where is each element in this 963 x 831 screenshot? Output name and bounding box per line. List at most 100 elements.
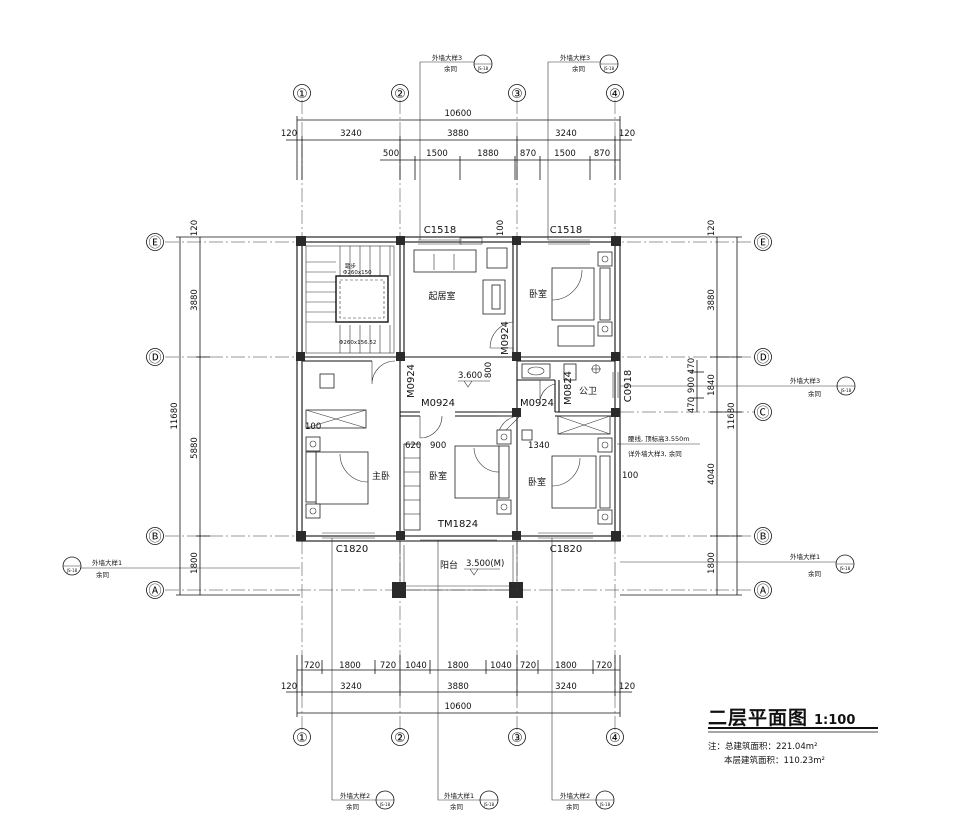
dim-bot-detail-7: 720: [520, 661, 536, 671]
axis-bubble-a-left: Ⓐ: [146, 581, 164, 599]
detail-callouts: 外墙大样3 余同 JS-18 外墙大样3 余同 JS-18 外墙大样1 余同 J…: [62, 53, 856, 811]
room-master: 主卧: [372, 470, 390, 482]
label-m0924-bed2: M0924: [421, 398, 455, 409]
level-main: 3.600: [458, 371, 482, 381]
axis-bubble-3-top: ③: [508, 84, 526, 102]
windows: [322, 237, 619, 539]
svg-text:外墙大样1: 外墙大样1: [790, 552, 820, 561]
label-c1820-l: C1820: [336, 544, 368, 555]
grid-lines: [165, 100, 755, 740]
svg-text:JS-18: JS-18: [603, 66, 615, 71]
dim-misc-100-l: 100: [305, 422, 321, 432]
svg-text:Ⓐ: Ⓐ: [148, 584, 161, 599]
label-m0924-bed3: M0924: [520, 398, 554, 409]
room-balcony: 阳台: [440, 559, 458, 571]
axis-bubble-d-right: Ⓓ: [754, 348, 772, 366]
axis-bubble-2-top: ②: [391, 84, 409, 102]
drawing-title-text: 二层平面图: [708, 707, 809, 729]
right-dimensions: 120 3880 1840 4040 1800 11680 470 900 47…: [620, 220, 742, 596]
svg-text:余同: 余同: [808, 569, 821, 578]
dim-bot-detail-2: 1800: [339, 661, 361, 671]
bottom-dimensions: 720 1800 720 1040 1800 1040 720 1800 720…: [281, 655, 635, 717]
axis-bubble-c-right: Ⓒ: [754, 403, 772, 421]
staircase: 踏步 Φ260x150 Φ260x156.52: [305, 245, 395, 354]
axis-bubble-4-bottom: ④: [606, 728, 624, 746]
levels: 3.600 3.500(M) 800 100 100 620 900 1340 …: [305, 220, 638, 576]
dim-top-mid-2: 3880: [447, 129, 469, 139]
dim-bot-detail-3: 720: [380, 661, 396, 671]
axis-bubble-1-top: ①: [293, 84, 311, 102]
label-c1518-r: C1518: [550, 225, 582, 236]
dim-top-total: 10600: [444, 109, 471, 119]
dim-misc-1340: 1340: [528, 441, 550, 451]
dim-bot-mid-3: 3240: [555, 682, 577, 692]
stair-note-3: Φ260x156.52: [339, 340, 376, 346]
dim-bot-detail-6: 1040: [490, 661, 512, 671]
svg-text:外墙大样3: 外墙大样3: [432, 53, 462, 62]
dim-top-detail-4: 870: [520, 149, 536, 159]
dim-bot-mid-2: 3880: [447, 682, 469, 692]
svg-text:余同: 余同: [808, 389, 821, 398]
dim-top-detail-6: 870: [594, 149, 610, 159]
dim-top-detail-1: 500: [383, 149, 399, 159]
dim-top-detail-5: 1500: [554, 149, 576, 159]
svg-text:JS-18: JS-18: [379, 802, 391, 807]
dim-right-4: 1800: [707, 552, 717, 574]
svg-text:Ⓓ: Ⓓ: [148, 351, 161, 366]
room-living: 起居室: [428, 290, 455, 302]
side-note: 腰线, 顶标高3.550m 详外墙大样3, 余同: [617, 434, 700, 458]
stair-note-2: Φ260x150: [343, 270, 372, 276]
room-bed1: 卧室: [529, 288, 547, 300]
axis-bubble-2-bottom: ②: [391, 728, 409, 746]
svg-text:余同: 余同: [450, 802, 463, 811]
svg-text:Ⓓ: Ⓓ: [756, 351, 769, 366]
left-dimensions: 11680 3880 5880 1800 120: [170, 220, 300, 596]
dim-misc-900: 900: [430, 441, 446, 451]
label-c1820-r: C1820: [550, 544, 582, 555]
dim-left-2: 5880: [190, 437, 200, 459]
level-balcony: 3.500(M): [466, 559, 504, 569]
dim-top-edge-r: 120: [619, 129, 635, 139]
dim-top-detail-2: 1500: [426, 149, 448, 159]
dim-left-3: 1800: [190, 552, 200, 574]
dim-bot-detail-4: 1040: [405, 661, 427, 671]
svg-text:外墙大样1: 外墙大样1: [92, 558, 122, 567]
room-wc: 公卫: [579, 386, 597, 397]
dim-right-3: 4040: [707, 463, 717, 485]
axis-bubbles: ① ② ③ ④ ① ② ③ ④ Ⓔ Ⓓ Ⓑ Ⓐ Ⓔ Ⓓ Ⓒ Ⓑ Ⓐ: [146, 84, 772, 746]
label-m0924-master: M0924: [406, 364, 417, 398]
svg-text:④: ④: [609, 731, 621, 746]
dim-bot-mid-1: 3240: [340, 682, 362, 692]
svg-text:外墙大样1: 外墙大样1: [444, 791, 474, 800]
svg-text:余同: 余同: [96, 570, 109, 579]
dim-top-mid-1: 3240: [340, 129, 362, 139]
columns: [296, 236, 621, 598]
top-dimensions: 10600 120 3240 3880 3240 120 500 1500 18…: [281, 109, 635, 180]
dim-misc-620: 620: [405, 441, 421, 451]
svg-text:Ⓔ: Ⓔ: [756, 236, 769, 251]
note-floor-area: 本层建筑面积：110.23m²: [724, 756, 825, 766]
drawing-scale: 1:100: [814, 713, 856, 728]
svg-text:Ⓐ: Ⓐ: [756, 584, 769, 599]
dim-right-small-1: 470: [687, 358, 697, 374]
room-bed3: 卧室: [528, 476, 546, 488]
dim-bot-detail-1: 720: [304, 661, 320, 671]
axis-bubble-3-bottom: ③: [508, 728, 526, 746]
svg-text:JS-18: JS-18: [840, 388, 852, 393]
note-total-area: 注：总建筑面积：221.04m²: [708, 742, 818, 752]
label-tm1824: TM1824: [437, 519, 478, 530]
label-m0824: M0824: [563, 371, 574, 405]
svg-text:JS-18: JS-18: [477, 66, 489, 71]
svg-text:余同: 余同: [572, 64, 585, 73]
drawing-title: 二层平面图 1:100: [708, 703, 855, 730]
dim-bot-detail-8: 1800: [555, 661, 577, 671]
svg-text:余同: 余同: [346, 802, 359, 811]
axis-bubble-a-right: Ⓐ: [754, 581, 772, 599]
svg-text:①: ①: [296, 87, 308, 102]
axis-bubble-1-bottom: ①: [293, 728, 311, 746]
balcony: [399, 535, 518, 591]
svg-text:外墙大样3: 外墙大样3: [560, 53, 590, 62]
dim-bot-total: 10600: [444, 702, 471, 712]
axis-bubble-b-left: Ⓑ: [146, 527, 164, 545]
svg-text:JS-18: JS-18: [599, 802, 611, 807]
